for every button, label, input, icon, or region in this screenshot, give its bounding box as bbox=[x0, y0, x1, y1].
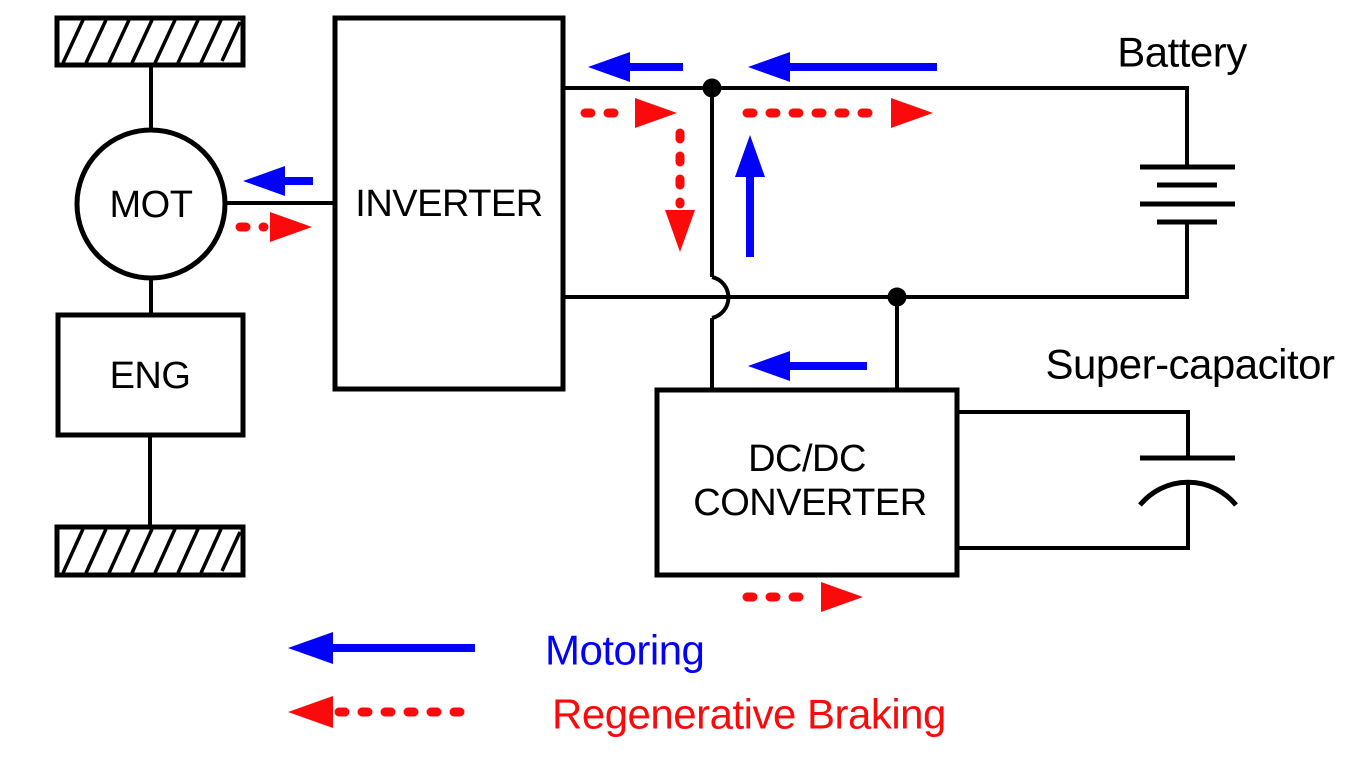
rear-wheel bbox=[54, 524, 246, 578]
legend-motoring-arrow bbox=[288, 632, 475, 664]
regen-arrow-down-branch bbox=[665, 128, 695, 252]
motoring-arrow-motor bbox=[243, 166, 313, 196]
dcdc-converter-box bbox=[654, 387, 960, 578]
supercapacitor: Super-capacitor bbox=[957, 341, 1336, 550]
supercapacitor-label: Super-capacitor bbox=[1046, 341, 1335, 388]
wire-dc-bus-top bbox=[563, 86, 1189, 167]
legend-motoring-label: Motoring bbox=[545, 627, 704, 674]
motor: MOT bbox=[74, 127, 228, 281]
inverter: INVERTER bbox=[332, 15, 566, 392]
junction-dot-bottom-bus bbox=[887, 287, 907, 307]
junction-dot-top-bus bbox=[702, 78, 722, 98]
legend-regen-arrow bbox=[288, 696, 480, 728]
motoring-arrow-bus-right bbox=[748, 52, 937, 82]
regen-arrow-motor bbox=[235, 212, 312, 242]
wire-dcdc-to-supercap-bottom bbox=[957, 483, 1190, 550]
wire-crossover-hop bbox=[711, 275, 731, 320]
front-wheel bbox=[54, 15, 246, 68]
engine-label: ENG bbox=[110, 355, 191, 397]
rear-wheel-hatching bbox=[61, 528, 242, 574]
regen-arrow-bus-right bbox=[742, 98, 933, 128]
regen-arrow-bus-left bbox=[580, 98, 677, 128]
wire-dcdc-to-supercap-top bbox=[957, 410, 1190, 458]
dcdc-converter-label-line1: DC/DC bbox=[748, 438, 866, 480]
wire-dc-bus-bottom bbox=[563, 222, 1189, 299]
dcdc-converter-label-line2: CONVERTER bbox=[693, 482, 926, 524]
battery-label: Battery bbox=[1117, 29, 1247, 76]
battery: Battery bbox=[1117, 29, 1248, 225]
regen-arrow-dcdc bbox=[742, 582, 863, 612]
motoring-arrow-dcdc bbox=[748, 351, 867, 381]
inverter-label: INVERTER bbox=[355, 183, 542, 225]
motor-label: MOT bbox=[110, 184, 193, 226]
engine: ENG bbox=[55, 312, 246, 438]
inverter-box bbox=[332, 15, 566, 392]
legend-regen-label: Regenerative Braking bbox=[552, 691, 946, 738]
legend: Motoring Regenerative Braking bbox=[288, 627, 946, 738]
motoring-arrow-up-branch bbox=[735, 135, 765, 257]
front-wheel-hatching bbox=[61, 19, 242, 64]
motoring-arrow-bus-left bbox=[588, 52, 683, 82]
dcdc-converter: DC/DC CONVERTER bbox=[654, 387, 960, 578]
supercap-plate-curved bbox=[1138, 479, 1238, 507]
